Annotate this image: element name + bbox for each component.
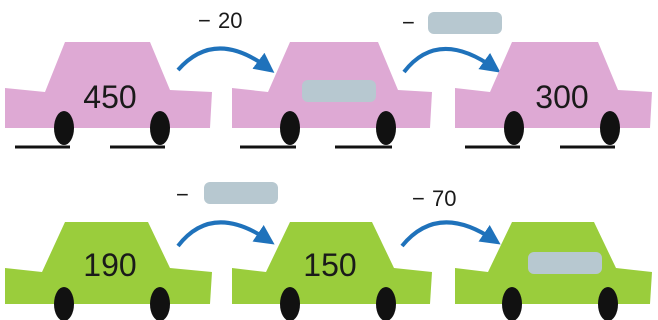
answer-blank-box[interactable] bbox=[528, 252, 602, 274]
wheel-icon bbox=[150, 287, 170, 320]
curved-arrow-icon bbox=[176, 46, 275, 73]
car-body bbox=[232, 222, 432, 304]
answer-blank-box[interactable] bbox=[302, 80, 376, 102]
operation-amount-20: 20 bbox=[218, 8, 242, 33]
wheel-icon bbox=[504, 111, 524, 145]
wheel-icon bbox=[376, 111, 396, 145]
curved-arrow-icon bbox=[400, 220, 501, 248]
answer-blank-box[interactable] bbox=[204, 182, 278, 204]
row-pink: 450 − 20 − 300 bbox=[5, 8, 652, 149]
green-car-1: 190 bbox=[5, 222, 212, 320]
minus-sign: − bbox=[176, 182, 189, 207]
wheel-icon bbox=[54, 111, 74, 145]
minus-sign: − bbox=[412, 186, 425, 211]
minus-sign: − bbox=[198, 8, 211, 33]
wheel-icon bbox=[54, 287, 74, 320]
wheel-icon bbox=[600, 111, 620, 145]
car-number-150: 150 bbox=[303, 247, 356, 283]
wheel-icon bbox=[150, 111, 170, 145]
wheel-icon bbox=[598, 287, 618, 320]
pink-car-1: 450 bbox=[5, 42, 212, 149]
wheel-icon bbox=[280, 111, 300, 145]
row-green: 190 − 150 − 70 bbox=[5, 182, 652, 320]
green-car-2: 150 bbox=[232, 222, 432, 320]
car-body bbox=[455, 42, 652, 128]
wheel-icon bbox=[280, 287, 300, 320]
operation-amount-70: 70 bbox=[432, 186, 456, 211]
answer-blank-box[interactable] bbox=[428, 12, 502, 34]
operation-minus-blank: − bbox=[402, 10, 502, 74]
green-car-3 bbox=[455, 222, 652, 320]
car-body bbox=[5, 42, 212, 128]
operation-minus-70: − 70 bbox=[400, 186, 501, 248]
pink-car-3: 300 bbox=[455, 42, 652, 149]
car-number-300: 300 bbox=[535, 79, 588, 115]
operation-minus-20: − 20 bbox=[176, 8, 275, 73]
wheel-icon bbox=[502, 287, 522, 320]
car-number-190: 190 bbox=[83, 247, 136, 283]
curved-arrow-icon bbox=[176, 220, 275, 248]
curved-arrow-icon bbox=[402, 46, 501, 74]
wheel-icon bbox=[376, 287, 396, 320]
operation-minus-blank: − bbox=[176, 182, 278, 248]
pink-car-2 bbox=[232, 42, 432, 149]
minus-sign: − bbox=[402, 10, 415, 35]
car-number-450: 450 bbox=[83, 79, 136, 115]
car-body bbox=[5, 222, 212, 304]
